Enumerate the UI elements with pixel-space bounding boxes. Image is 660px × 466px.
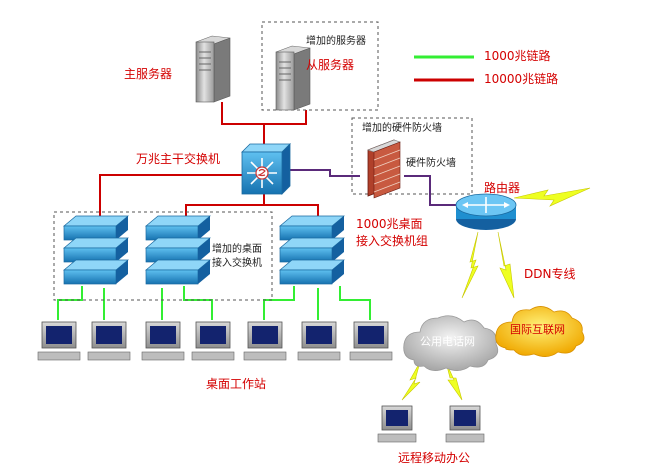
ddn-label: DDN专线 bbox=[524, 267, 576, 281]
lightning-pstn-remote-right bbox=[445, 361, 463, 401]
switch-group-label-line2: 接入交换机组 bbox=[356, 234, 429, 248]
added-switch-caption-line1: 增加的桌面 bbox=[212, 244, 262, 255]
added-firewall-box bbox=[351, 117, 473, 195]
remote-pc bbox=[377, 405, 417, 443]
desktop-switch-3 bbox=[279, 215, 345, 285]
link-core-mid bbox=[185, 194, 265, 216]
workstation-pc bbox=[297, 321, 341, 361]
pstn-cloud-label: 公用电话网 bbox=[420, 335, 475, 348]
slave-server bbox=[275, 45, 311, 111]
added-switch-caption-line2: 接入交换机 bbox=[212, 258, 262, 269]
pstn-cloud bbox=[403, 315, 499, 371]
firewall-label: 硬件防火墙 bbox=[406, 158, 456, 169]
firewall-icon bbox=[367, 139, 401, 199]
core-switch-label: 万兆主干交换机 bbox=[136, 152, 221, 166]
lightning-router-ddn bbox=[513, 187, 591, 207]
remote-pc bbox=[445, 405, 485, 443]
link-sw3-pc7 bbox=[339, 286, 371, 320]
desktop-switch-2 bbox=[145, 215, 211, 285]
core-switch bbox=[241, 143, 291, 195]
workstation-pc bbox=[37, 321, 81, 361]
link-core-firewall bbox=[286, 169, 360, 177]
workstation-pc bbox=[141, 321, 185, 361]
workstation-pc bbox=[87, 321, 131, 361]
workstation-pc bbox=[243, 321, 287, 361]
link-sw2-pc4 bbox=[183, 286, 213, 320]
main-server-label: 主服务器 bbox=[124, 67, 173, 81]
router-label: 路由器 bbox=[484, 181, 521, 195]
wireless-links bbox=[401, 187, 591, 401]
added-firewall-caption: 增加的硬件防火墙 bbox=[362, 123, 442, 134]
internet-cloud-label: 国际互联网 bbox=[510, 323, 565, 336]
internet-cloud bbox=[495, 306, 585, 357]
link-sw1-pc1 bbox=[57, 286, 83, 320]
lightning-router-pstn bbox=[461, 231, 479, 299]
added-switch-box bbox=[53, 211, 273, 301]
lightning-router-internet bbox=[497, 231, 515, 299]
legend bbox=[414, 55, 474, 82]
link-core-right bbox=[264, 204, 319, 216]
main-server bbox=[195, 35, 231, 103]
links bbox=[57, 102, 458, 320]
link-core-left bbox=[99, 174, 245, 216]
legend-ten-gigabit-label: 10000兆链路 bbox=[484, 72, 559, 86]
workstations-label: 桌面工作站 bbox=[206, 377, 267, 391]
legend-gigabit-label: 1000兆链路 bbox=[484, 49, 551, 63]
link-sw3-pc5 bbox=[263, 286, 295, 320]
lightning-pstn-remote-left bbox=[401, 361, 421, 401]
desktop-switch-1 bbox=[63, 215, 129, 285]
workstation-pc bbox=[191, 321, 235, 361]
link-main-server-core bbox=[221, 102, 265, 150]
slave-server-label: 从服务器 bbox=[306, 58, 355, 72]
switch-group-label-line1: 1000兆桌面 bbox=[356, 217, 423, 231]
link-slave-server-core bbox=[264, 110, 307, 125]
link-firewall-router bbox=[404, 175, 458, 206]
workstation-pc bbox=[349, 321, 393, 361]
router-icon bbox=[455, 193, 517, 230]
remote-office-label: 远程移动办公 bbox=[398, 451, 471, 465]
added-server-caption: 增加的服务器 bbox=[306, 36, 366, 47]
